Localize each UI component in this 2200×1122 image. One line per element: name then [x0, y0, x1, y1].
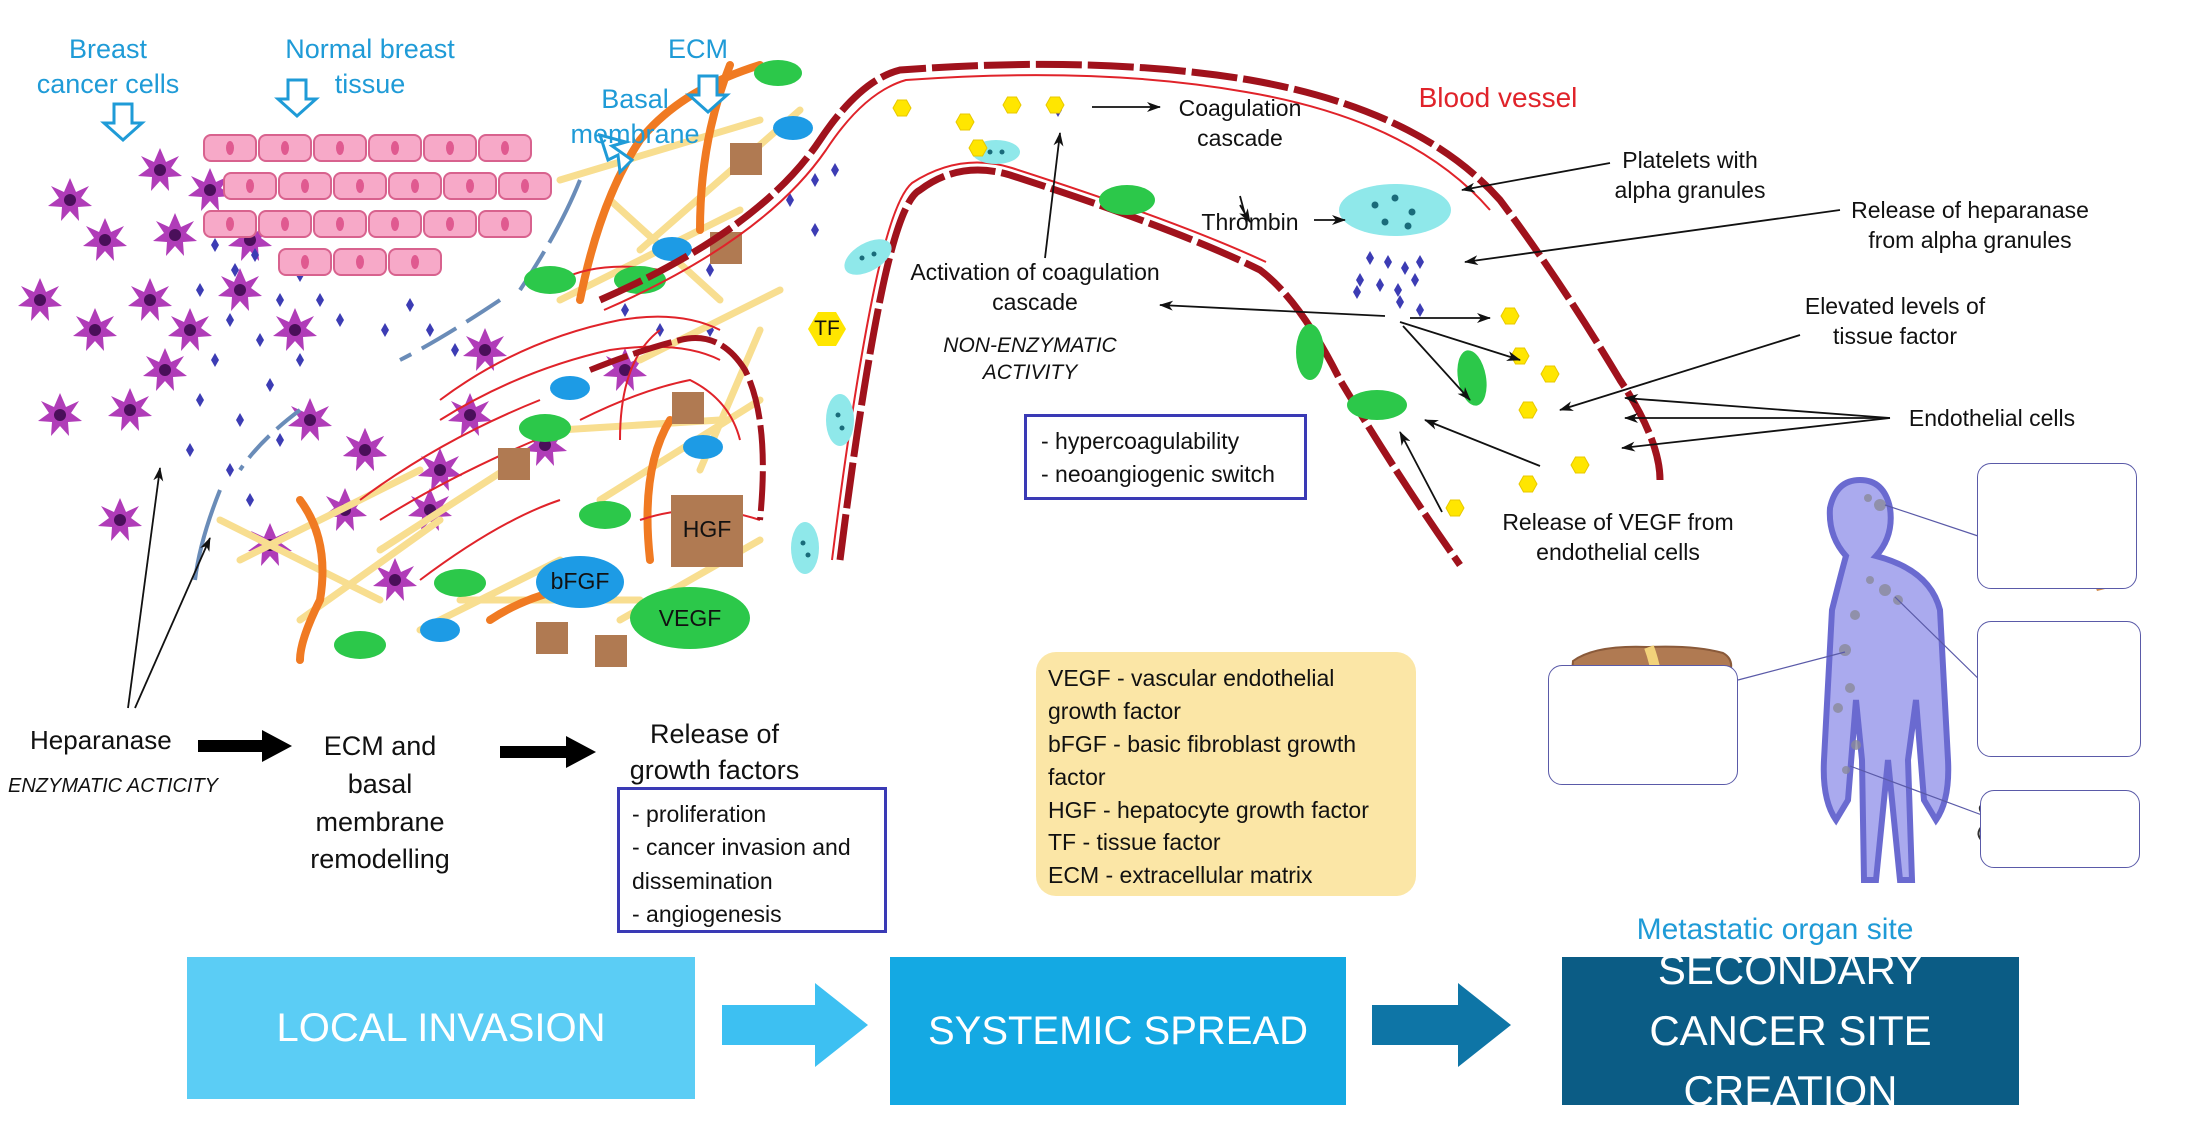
growth-factors: [536, 312, 846, 649]
label-coagulation-cascade: Coagulation cascade: [1178, 95, 1302, 151]
label-vegf: VEGF: [658, 605, 722, 631]
brain-frame: [1977, 463, 2137, 589]
label-enzymatic: ENZYMATIC ACTICITY: [8, 775, 218, 797]
legend-item: TF - tissue factor: [1048, 829, 1221, 856]
ecm-blocks: [498, 143, 762, 667]
label-pointer-arrows: [100, 74, 731, 176]
label-endothelial: Endothelial cells: [1908, 405, 2076, 431]
abbreviation-legend: VEGF - vascular endothelial growth facto…: [1036, 652, 1416, 896]
label-basal-membrane: Basal membrane: [570, 84, 700, 150]
label-thrombin: Thrombin: [1201, 209, 1299, 235]
legend-item: VEGF - vascular endothelial growth facto…: [1048, 665, 1335, 724]
label-ecm: ECM: [668, 34, 728, 64]
label-tf: TF: [814, 317, 840, 340]
label-heparanase: Heparanase: [30, 725, 172, 755]
stage-systemic-spread: SYSTEMIC SPREAD: [890, 957, 1346, 1105]
liver-frame: [1548, 665, 1738, 785]
label-non-enzymatic: NON-ENZYMATIC ACTIVITY: [943, 334, 1117, 385]
organ-connector-lines: [1737, 504, 1991, 819]
effect-item: - proliferation: [632, 801, 767, 827]
stage-arrows: [722, 983, 1511, 1067]
growth-effects-box: - proliferation - cancer invasion and di…: [617, 787, 887, 933]
lungs-frame: [1977, 621, 2141, 757]
label-release-heparanase: Release of heparanase from alpha granule…: [1851, 197, 2089, 253]
label-release-vegf: Release of VEGF from endothelial cells: [1502, 509, 1734, 565]
blue-cells: [420, 116, 813, 642]
green-cells: [334, 60, 802, 659]
platelet-gems: [1353, 251, 1424, 317]
legend-item: bFGF - basic fibroblast growth factor: [1048, 730, 1357, 790]
flow-arrows: [198, 730, 596, 768]
label-metastatic-site: Metastatic organ site: [1636, 913, 1914, 946]
label-ecm-remodelling: ECM and basal membrane remodelling: [310, 731, 450, 875]
effect-item: - hypercoagulability: [1041, 428, 1240, 454]
legend-item: ECM - extracellular matrix: [1048, 862, 1313, 889]
label-hgf: HGF: [682, 516, 732, 542]
effect-item: - angiogenesis: [632, 901, 782, 928]
coag-effects-box: - hypercoagulability - neoangiogenic swi…: [1024, 414, 1307, 500]
bone-frame: [1980, 790, 2140, 868]
label-normal-breast-tissue: Normal breast tissue: [285, 34, 455, 100]
effect-item: - cancer invasion and dissemination: [632, 834, 851, 894]
annotation-arrows: [127, 102, 1891, 709]
label-activation: Activation of coagulation cascade: [910, 259, 1160, 315]
label-breast-cancer-cells: Breast cancer cells: [36, 34, 180, 100]
human-body: [1820, 476, 1952, 883]
label-platelets: Platelets with alpha granules: [1614, 147, 1766, 203]
label-elevated-tf: Elevated levels of tissue factor: [1804, 293, 1986, 349]
label-release-gf: Release of growth factors: [629, 719, 800, 786]
label-blood-vessel: Blood vessel: [1418, 82, 1578, 113]
label-bfgf: bFGF: [550, 568, 610, 594]
tumour-tissue: [18, 60, 1062, 667]
stage-local-invasion: LOCAL INVASION: [187, 957, 695, 1099]
blood-vessel: [579, 60, 1664, 574]
stage-secondary-site: SECONDARY CANCER SITE CREATION: [1562, 946, 2019, 1114]
effect-item: - neoangiogenic switch: [1041, 461, 1275, 488]
legend-item: HGF - hepatocyte growth factor: [1048, 796, 1369, 823]
